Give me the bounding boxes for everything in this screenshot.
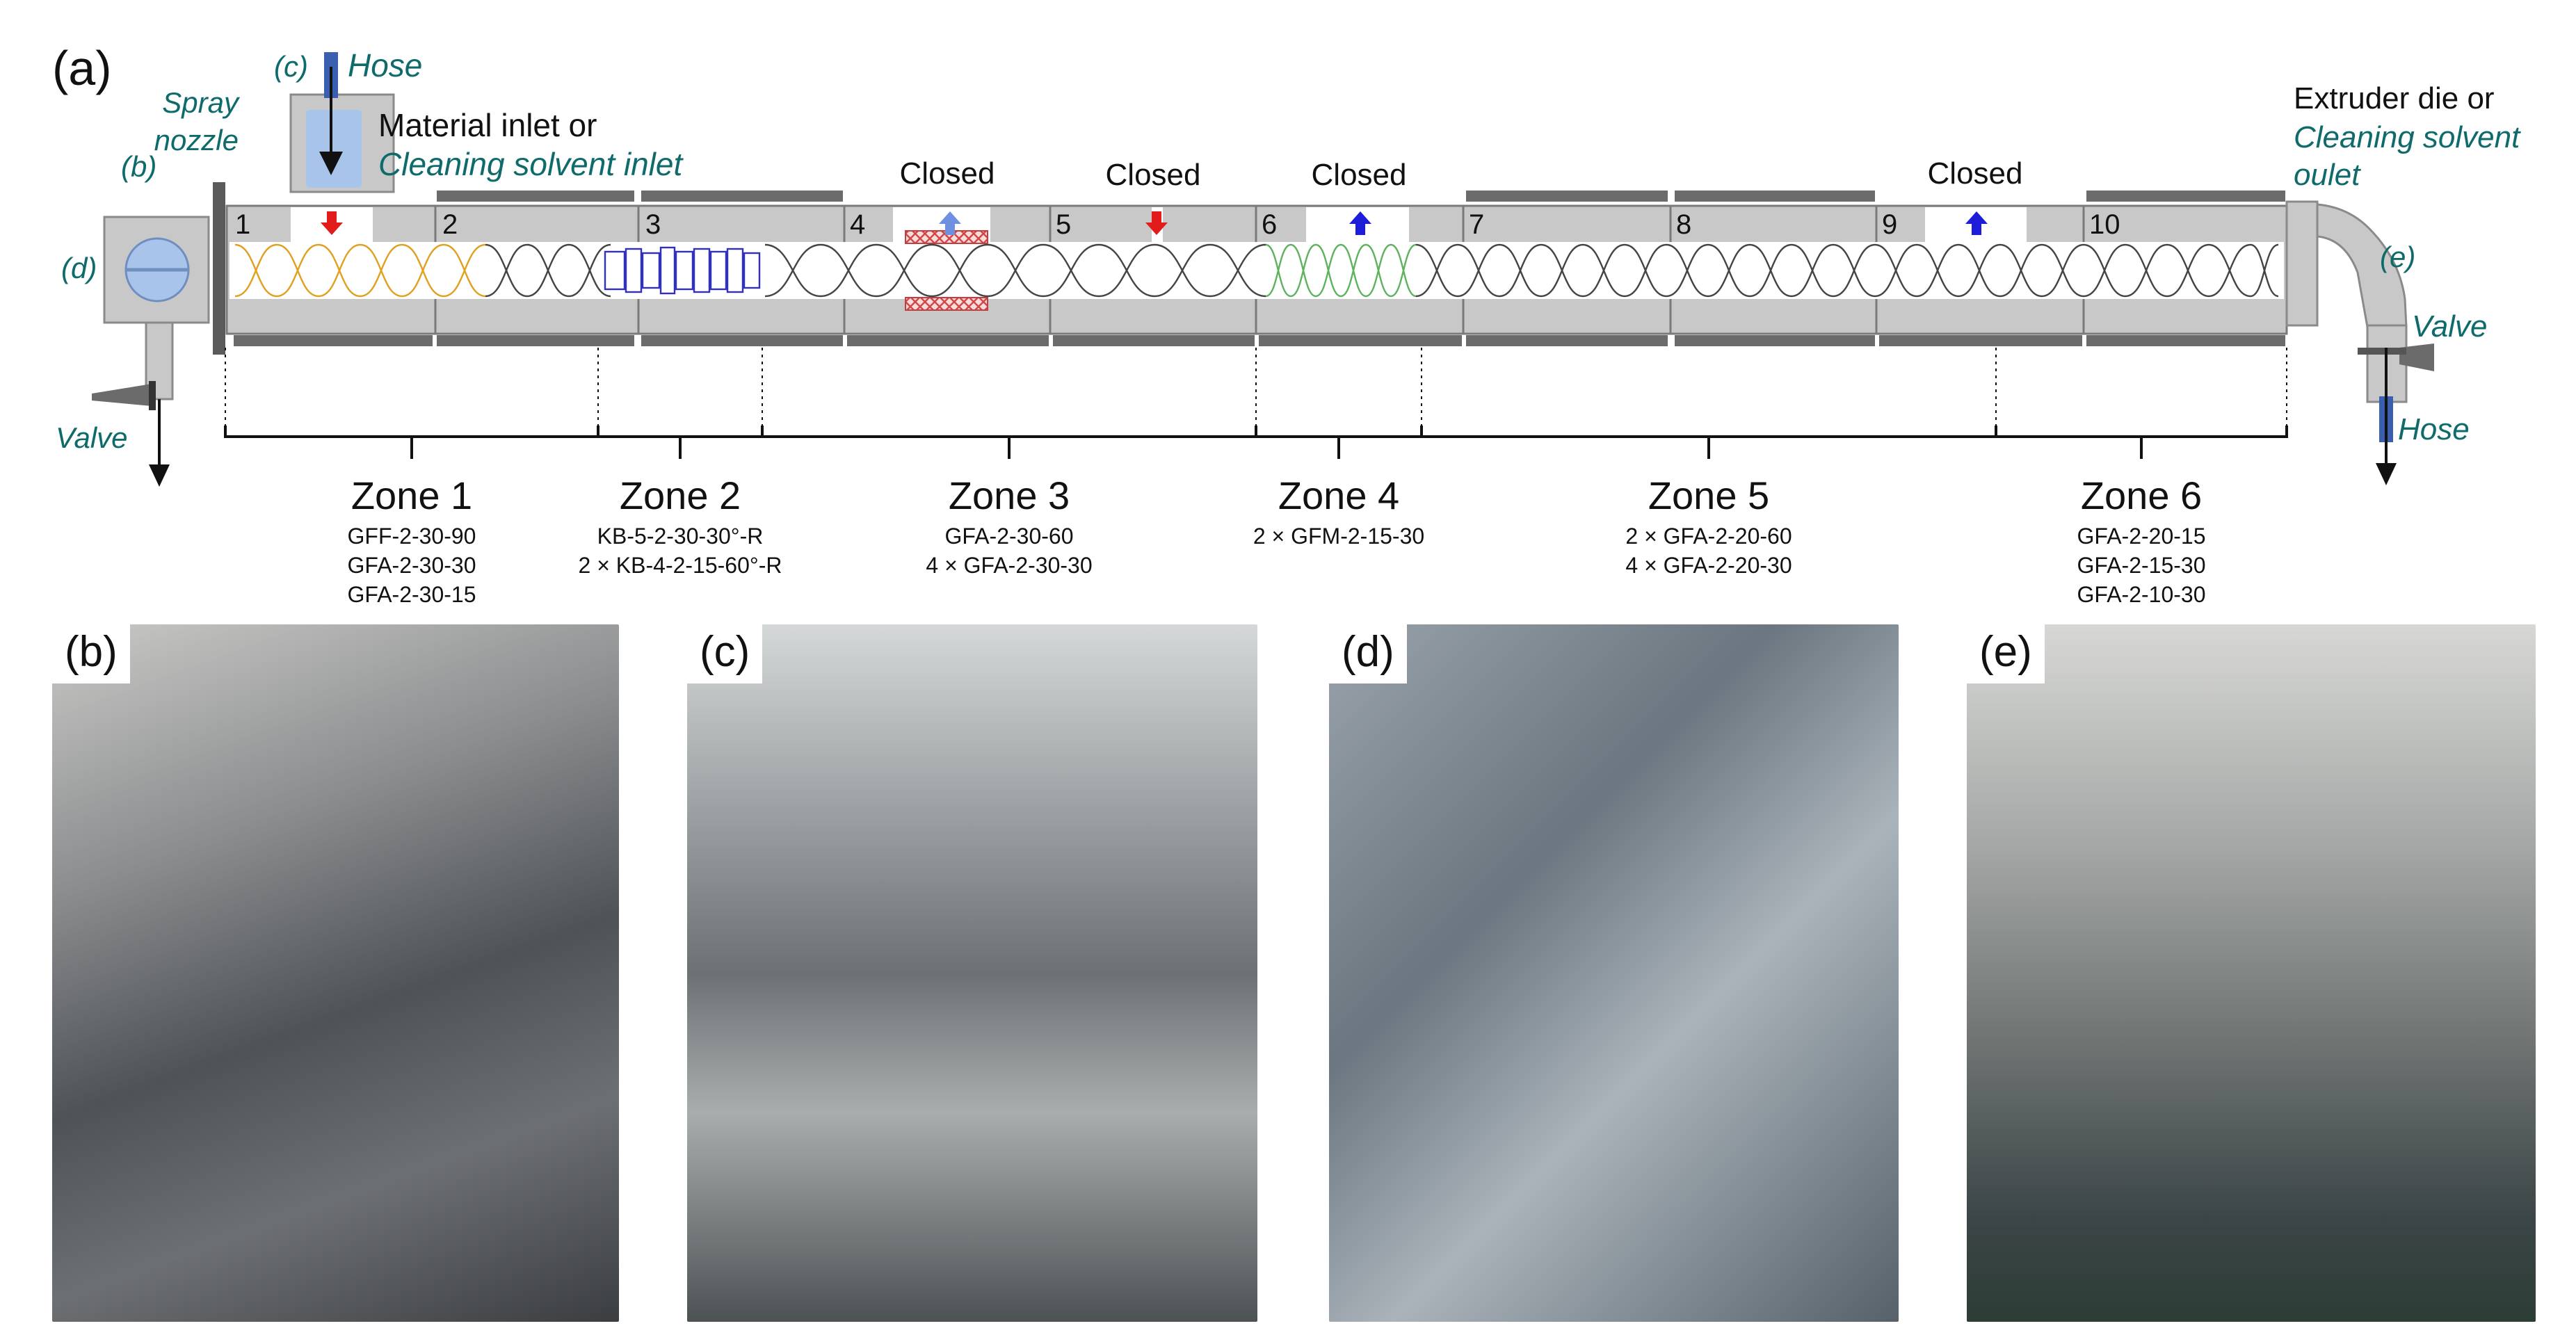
closed-label: Closed: [900, 156, 995, 191]
barrel-number: 5: [1056, 209, 1071, 240]
photo-label-e: (e): [1967, 624, 2045, 683]
vent-arrow-6-icon: [1349, 211, 1371, 235]
photo-panel-d: (d): [1329, 624, 1899, 1322]
barrel-number: 6: [1262, 209, 1277, 240]
zone-element: GFA-2-30-15: [348, 582, 476, 607]
die-outlet-label: Cleaning solvent: [2294, 120, 2521, 154]
cleaning-inlet-label: Cleaning solvent inlet: [378, 146, 684, 182]
right-valve-icon: [2358, 343, 2434, 485]
photo-panel-c: (c): [687, 624, 1257, 1322]
photo-label-b: (b): [52, 624, 130, 683]
zone-title: Zone 5: [1648, 474, 1769, 517]
photo-label-d: (d): [1329, 624, 1407, 683]
zone-element: GFA-2-20-15: [2077, 524, 2206, 549]
closed-label: Closed: [1106, 158, 1201, 192]
photo-panel-e: (e): [1967, 624, 2536, 1322]
zone-element: 4 × GFA-2-20-30: [1625, 553, 1792, 578]
closed-label: Closed: [1312, 158, 1407, 192]
zone-element: 2 × GFM-2-15-30: [1253, 524, 1424, 549]
callout-d: (d): [61, 252, 97, 284]
zone-element: GFA-2-30-30: [348, 553, 476, 578]
spray-nozzle-label: nozzle: [154, 124, 239, 156]
outlet-elbow: [2285, 200, 2408, 403]
material-inlet-label: Material inlet or: [378, 107, 597, 143]
barrel-number: 2: [442, 209, 458, 240]
barrel-number: 1: [235, 209, 250, 240]
barrel-number: 3: [645, 209, 661, 240]
photo-panel-b: (b): [52, 624, 619, 1322]
zone-element: 2 × KB-4-2-15-60°-R: [579, 553, 782, 578]
left-inlet-housing: [103, 216, 210, 400]
spray-nozzle-label: Spray: [162, 86, 241, 119]
zone-element: GFA-2-10-30: [2077, 582, 2206, 607]
hose-top-label: Hose: [348, 47, 422, 83]
callout-c: (c): [274, 50, 308, 83]
zone-element: 2 × GFA-2-20-60: [1625, 524, 1792, 549]
zone-brackets: [224, 348, 2288, 459]
hose-right-label: Hose: [2398, 412, 2470, 446]
vent-arrow-9-icon: [1965, 211, 1988, 235]
closed-label: Closed: [1928, 156, 2023, 191]
feed-arrow-1-icon: [321, 211, 343, 235]
panel-label-a: (a): [52, 41, 112, 95]
zone-element: GFA-2-15-30: [2077, 553, 2206, 578]
top-inlet-housing: [289, 52, 395, 193]
die-outlet-label: Extruder die or: [2294, 81, 2495, 115]
callout-b: (b): [121, 150, 156, 183]
barrel-number: 9: [1882, 209, 1897, 240]
valve-left-label: Valve: [56, 421, 128, 454]
barrel-number: 7: [1469, 209, 1484, 240]
extruder-barrel: [213, 182, 2302, 355]
zone-element: GFF-2-30-90: [348, 524, 476, 549]
zone-title: Zone 1: [351, 474, 472, 517]
zone-title: Zone 4: [1278, 474, 1399, 517]
screw-elements: [234, 243, 2279, 298]
die-outlet-label: oulet: [2294, 158, 2361, 192]
zone-title: Zone 2: [620, 474, 741, 517]
zone-element: KB-5-2-30-30°-R: [597, 524, 764, 549]
callout-e: (e): [2380, 241, 2415, 273]
zone-element: 4 × GFA-2-30-30: [926, 553, 1092, 578]
photo-label-c: (c): [687, 624, 763, 683]
valve-right-label: Valve: [2412, 309, 2487, 343]
zone-title: Zone 3: [949, 474, 1070, 517]
left-valve-icon: [92, 381, 170, 487]
feed-arrow-5-icon: [1145, 211, 1168, 235]
vent-arrow-4-icon: [939, 211, 961, 235]
barrel-number: 4: [850, 209, 865, 240]
barrel-number: 8: [1676, 209, 1691, 240]
zone-element: GFA-2-30-60: [945, 524, 1074, 549]
zone-title: Zone 6: [2081, 474, 2202, 517]
barrel-number: 10: [2089, 209, 2120, 240]
